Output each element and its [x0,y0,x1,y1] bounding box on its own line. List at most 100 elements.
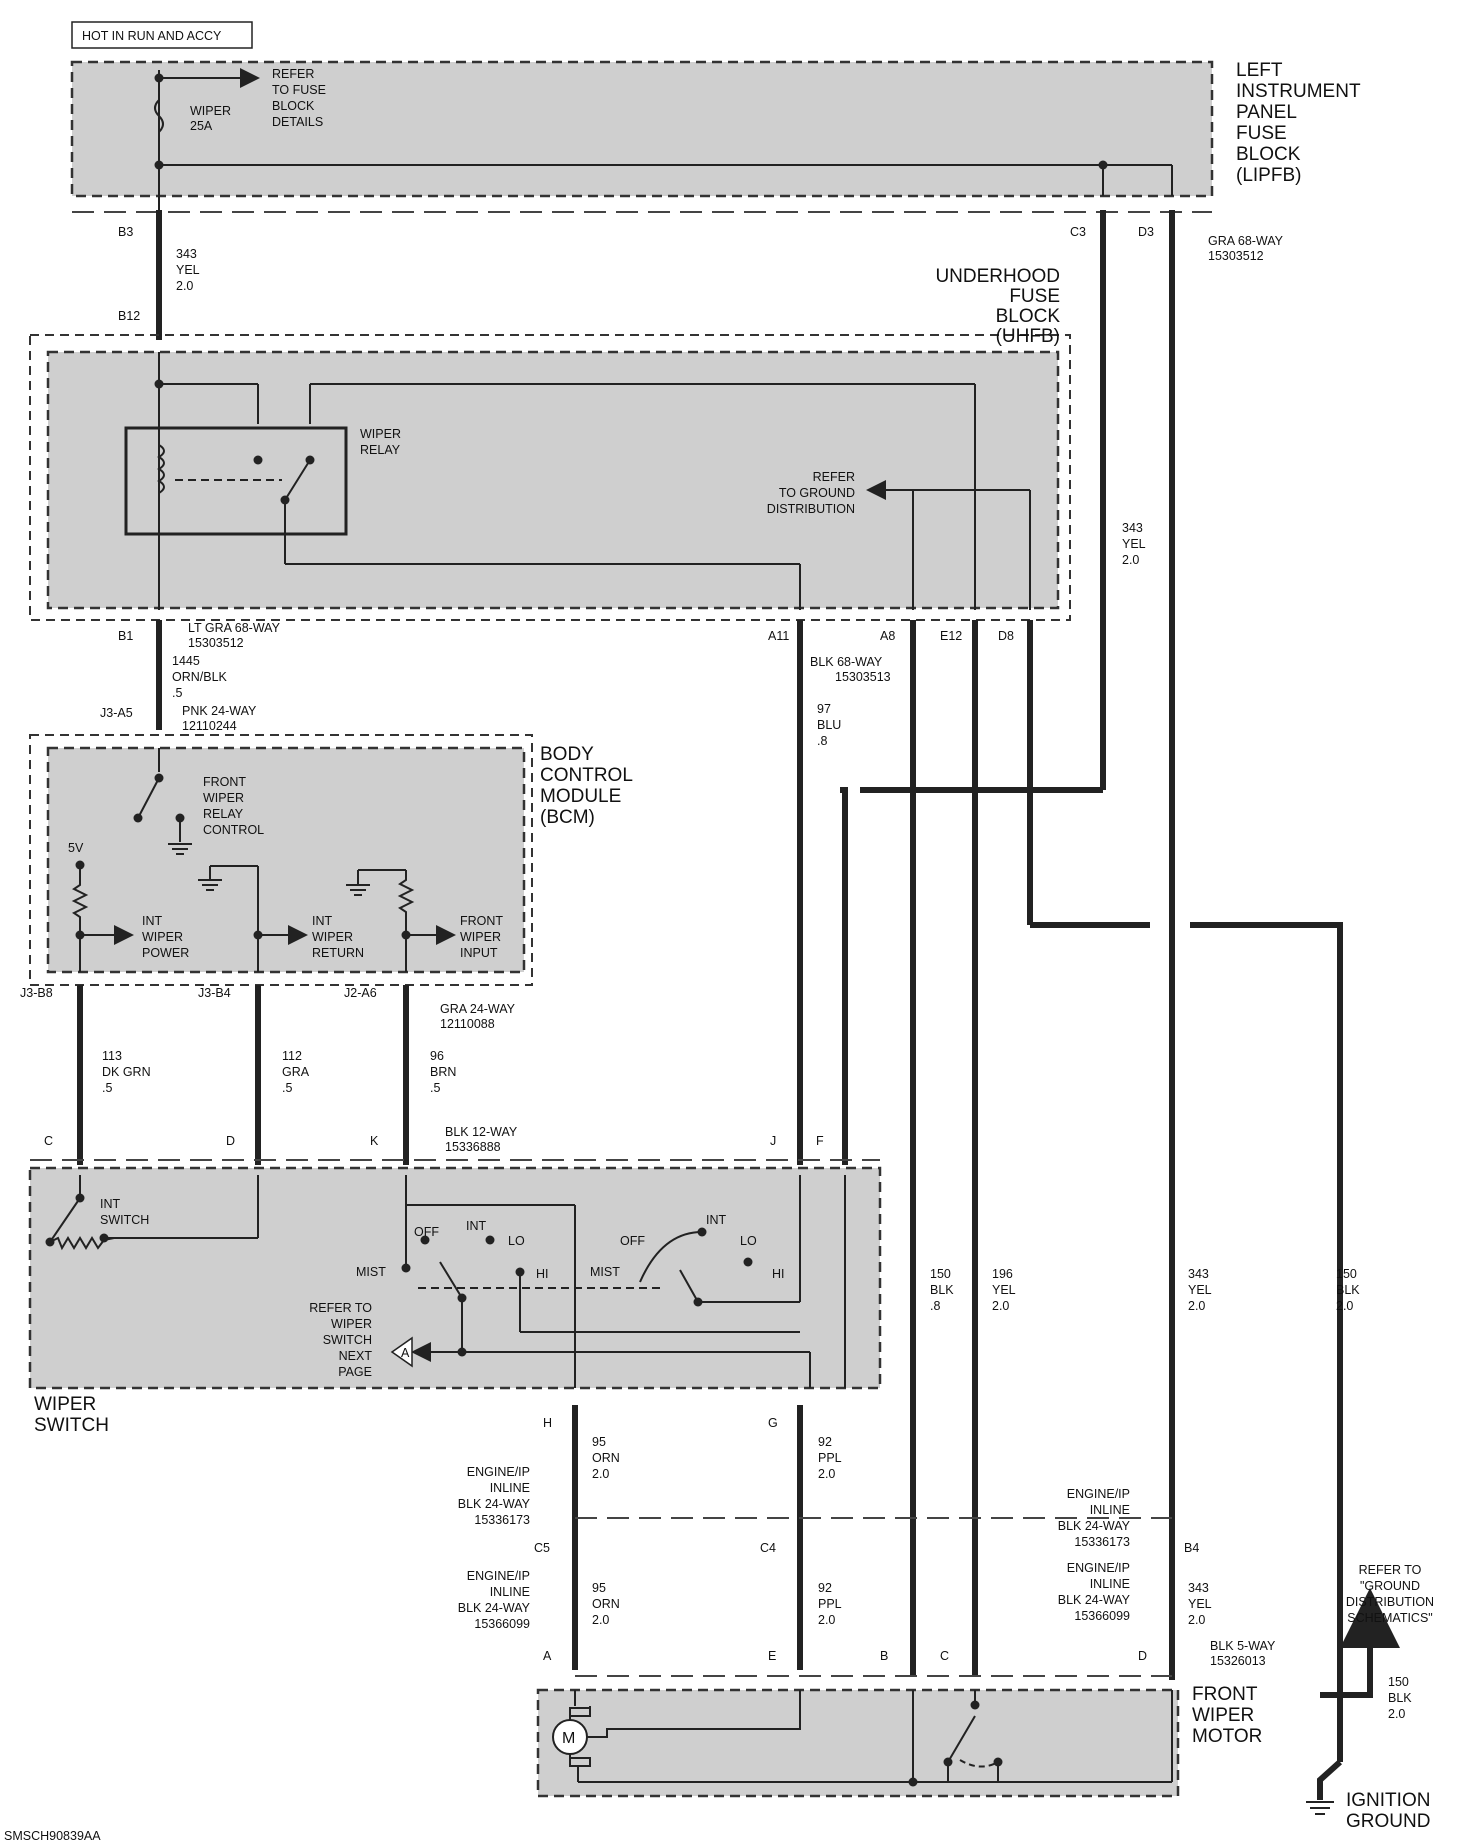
svg-text:2.0: 2.0 [1336,1299,1353,1313]
resistor-icon [397,870,415,932]
svg-text:LO: LO [740,1234,757,1248]
svg-text:HI: HI [536,1267,549,1281]
relay-label: WIPER [360,427,401,441]
svg-text:FUSE: FUSE [1009,286,1060,307]
svg-text:PNK 24-WAY: PNK 24-WAY [182,704,257,718]
svg-text:J3-A5: J3-A5 [100,706,133,720]
wiper-switch-box [28,1166,882,1390]
switch-contact-arc [639,1231,703,1283]
svg-text:BLK: BLK [1388,1691,1412,1705]
svg-text:E: E [768,1649,776,1663]
int-switch-label: INT [100,1197,121,1211]
svg-text:WIPER: WIPER [1192,1705,1254,1726]
svg-text:BLK: BLK [1336,1283,1360,1297]
svg-text:J: J [770,1134,776,1148]
svg-text:BLK 12-WAY: BLK 12-WAY [445,1125,518,1139]
svg-text:2.0: 2.0 [818,1613,835,1627]
ignition-ground-title: IGNITION GROUND [1346,1790,1430,1832]
svg-text:INLINE: INLINE [1090,1577,1130,1591]
svg-text:15366099: 15366099 [474,1617,530,1631]
svg-text:96: 96 [430,1049,444,1063]
svg-text:92: 92 [818,1581,832,1595]
switch-refer: REFER TO [309,1301,372,1315]
wire-150-ground [1030,922,1343,1762]
svg-text:150: 150 [930,1267,951,1281]
svg-text:BLK 68-WAY: BLK 68-WAY [810,655,883,669]
svg-text:K: K [370,1134,379,1148]
svg-text:F: F [816,1134,824,1148]
svg-text:FUSE: FUSE [1236,123,1287,144]
svg-text:SWITCH: SWITCH [34,1415,109,1436]
svg-text:12110088: 12110088 [440,1017,495,1031]
svg-text:MIST: MIST [590,1265,620,1279]
inline-lower-label: ENGINE/IP INLINE BLK 24-WAY 15366099 [458,1569,531,1631]
svg-text:15336888: 15336888 [445,1140,501,1154]
svg-text:TO GROUND: TO GROUND [779,486,855,500]
svg-text:A8: A8 [880,629,895,643]
svg-text:OFF: OFF [414,1225,439,1239]
svg-text:GRA 24-WAY: GRA 24-WAY [440,1002,516,1016]
svg-text:(UHFB): (UHFB) [996,326,1060,347]
svg-text:D8: D8 [998,629,1014,643]
uhfb-box [46,350,1060,610]
svg-text:BLK 24-WAY: BLK 24-WAY [1058,1519,1131,1533]
svg-text:2.0: 2.0 [592,1613,609,1627]
svg-text:ORN: ORN [592,1597,620,1611]
svg-text:A: A [401,1346,410,1360]
svg-text:YEL: YEL [1122,537,1146,551]
svg-text:A: A [543,1649,552,1663]
svg-text:C5: C5 [534,1541,550,1555]
svg-text:PPL: PPL [818,1597,842,1611]
svg-text:REFER TO: REFER TO [1359,1563,1422,1577]
svg-text:1445: 1445 [172,654,200,668]
int-return-label: INT [312,914,333,928]
svg-text:C: C [44,1134,53,1148]
inline-right-lower: ENGINE/IP INLINE BLK 24-WAY 15366099 [1058,1561,1131,1623]
svg-text:.5: .5 [430,1081,440,1095]
svg-text:343: 343 [1188,1267,1209,1281]
uhfb-refer: REFER [813,470,855,484]
svg-text:SWITCH: SWITCH [323,1333,372,1347]
svg-text:.8: .8 [930,1299,940,1313]
svg-text:.5: .5 [172,686,182,700]
svg-text:2.0: 2.0 [818,1467,835,1481]
svg-text:G: G [768,1416,778,1430]
svg-text:.8: .8 [817,734,827,748]
svg-text:15303512: 15303512 [188,636,244,650]
svg-text:2.0: 2.0 [1122,553,1139,567]
drawing-code: SMSCH90839AA [4,1829,101,1843]
lipfb-box [70,60,1214,198]
svg-text:YEL: YEL [992,1283,1016,1297]
svg-text:HI: HI [772,1267,785,1281]
fuse-icon [154,99,164,133]
svg-text:DISTRIBUTION: DISTRIBUTION [1346,1595,1434,1609]
svg-text:2.0: 2.0 [1388,1707,1405,1721]
svg-text:M: M [562,1730,575,1747]
svg-text:95: 95 [592,1581,606,1595]
svg-text:(BCM): (BCM) [540,807,595,828]
svg-text:BLK 5-WAY: BLK 5-WAY [1210,1639,1276,1653]
svg-text:ORN: ORN [592,1451,620,1465]
svg-text:2.0: 2.0 [592,1467,609,1481]
svg-text:SWITCH: SWITCH [100,1213,149,1227]
int-power-label: INT [142,914,163,928]
svg-text:B4: B4 [1184,1541,1199,1555]
svg-text:DISTRIBUTION: DISTRIBUTION [767,502,855,516]
ref-triangle [390,1336,413,1368]
svg-text:15336173: 15336173 [1074,1535,1130,1549]
svg-text:INPUT: INPUT [460,946,498,960]
svg-text:RETURN: RETURN [312,946,364,960]
svg-text:PAGE: PAGE [338,1365,372,1379]
svg-text:.5: .5 [282,1081,292,1095]
svg-text:MODULE: MODULE [540,786,621,807]
svg-text:OFF: OFF [620,1234,645,1248]
svg-text:TO FUSE: TO FUSE [272,83,326,97]
svg-text:CONTROL: CONTROL [203,823,264,837]
svg-text:D: D [1138,1649,1147,1663]
svg-text:ENGINE/IP: ENGINE/IP [467,1465,530,1479]
svg-text:LO: LO [508,1234,525,1248]
ground-icon [168,843,192,855]
svg-text:343: 343 [1188,1581,1209,1595]
svg-text:15336173: 15336173 [474,1513,530,1527]
fuse-label: WIPER [190,104,231,118]
